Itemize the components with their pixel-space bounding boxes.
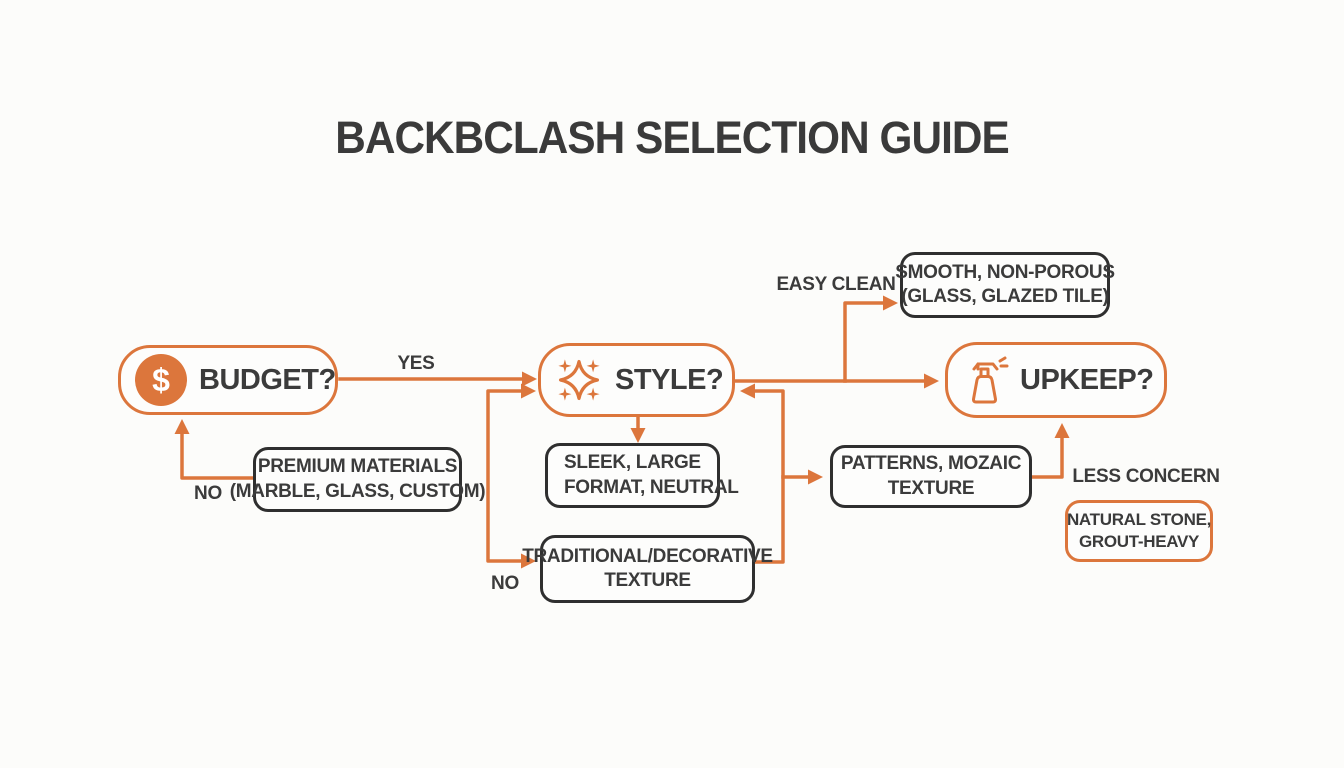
edge-label-no-style: NO — [491, 573, 519, 594]
traditional-node: TRADITIONAL/DECORATIVE TEXTURE — [522, 535, 773, 603]
natural-line2: GROUT-HEAVY — [1078, 532, 1200, 551]
upkeep-node: UPKEEP? — [945, 342, 1167, 418]
premium-line2: (MARBLE, GLASS, CUSTOM) — [229, 480, 486, 502]
sleek-line2: FORMAT, NEUTRAL — [564, 476, 739, 498]
natural-stone-node: NATURAL STONE, GROUT-HEAVY — [1065, 500, 1213, 562]
edge-label-easy-clean: EASY CLEAN — [776, 274, 896, 295]
edge-label-less-concern: LESS CONCERN — [1072, 466, 1220, 487]
traditional-line1: TRADITIONAL/DECORATIVE — [522, 545, 773, 567]
budget-node: $ BUDGET? — [118, 345, 338, 415]
natural-line1: NATURAL STONE, — [1066, 510, 1212, 530]
premium-materials-node: PREMIUM MATERIALS (MARBLE, GLASS, CUSTOM… — [230, 447, 486, 512]
sleek-node: SLEEK, LARGE FORMAT, NEUTRAL — [545, 443, 739, 508]
budget-label: BUDGET? — [199, 363, 336, 396]
sleek-line1: SLEEK, LARGE — [564, 452, 701, 474]
smooth-line1: SMOOTH, NON-POROUS — [895, 261, 1115, 283]
smooth-nonporous-node: SMOOTH, NON-POROUS (GLASS, GLAZED TILE) — [895, 252, 1115, 318]
page-title: BACKBCLASH SELECTION GUIDE — [335, 112, 1009, 163]
dollar-circle-icon: $ — [135, 354, 187, 406]
patterns-node: PATTERNS, MOZAIC TEXTURE — [830, 445, 1032, 508]
smooth-line2: (GLASS, GLAZED TILE) — [901, 286, 1109, 307]
style-node: STYLE? — [538, 343, 735, 417]
traditional-line2: TEXTURE — [604, 570, 691, 591]
patterns-line2: TEXTURE — [887, 477, 975, 499]
style-label: STYLE? — [615, 363, 724, 396]
edge-label-yes: YES — [397, 353, 435, 374]
sparkle-icon — [553, 354, 605, 406]
patterns-line1: PATTERNS, MOZAIC — [840, 453, 1022, 475]
spray-bottle-icon — [964, 354, 1010, 406]
upkeep-label: UPKEEP? — [1020, 363, 1154, 396]
edge-label-no-budget: NO — [194, 483, 222, 504]
premium-line1: PREMIUM MATERIALS — [257, 456, 458, 478]
